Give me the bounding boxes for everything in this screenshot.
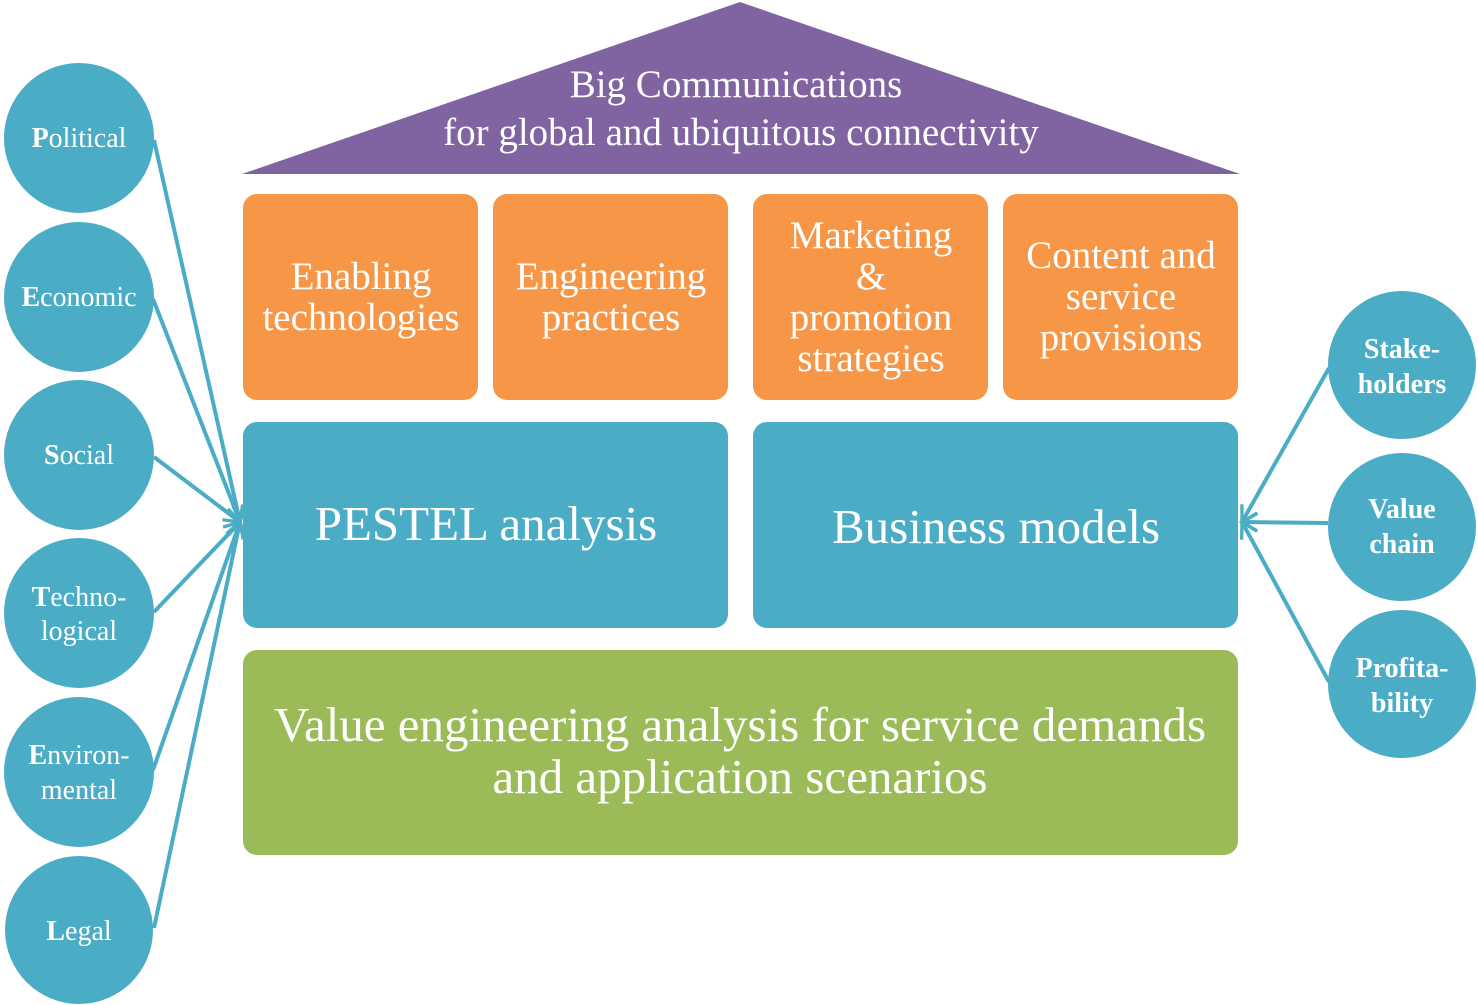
factor-economic: Economic	[4, 222, 154, 372]
factor-stakeholders: Stake- holders	[1328, 291, 1476, 439]
factor-political: Political	[4, 63, 154, 213]
factor-circle	[1328, 291, 1476, 439]
roof-title-line-1: Big Communications	[570, 63, 903, 106]
factor-label: holders	[1358, 369, 1447, 400]
arrow-social-to-pestel	[152, 455, 240, 522]
factor-label: logical	[41, 616, 117, 647]
pillar-label-line: promotion	[790, 296, 953, 339]
pillar-label-line: provisions	[1040, 316, 1203, 359]
factor-label: Economic	[21, 282, 136, 313]
pillar-engineering-practices: Engineering practices	[493, 194, 728, 400]
factor-circle	[4, 63, 154, 213]
pillar-box	[753, 194, 988, 400]
arrow-stakeholders-to-business	[1240, 367, 1331, 522]
factor-label: bility	[1371, 688, 1433, 719]
factor-label-rest: echno-	[50, 582, 126, 613]
arrow-value-chain-to-business	[1242, 522, 1329, 523]
factor-environmental: Environ- mental	[4, 697, 154, 847]
factor-label: Social	[44, 440, 114, 471]
factor-label: mental	[41, 775, 117, 806]
roof: Big Communications for global and ubiqui…	[242, 2, 1240, 174]
pillar-box	[1003, 194, 1238, 400]
factor-circle	[5, 856, 153, 1004]
factor-label-initial: P	[32, 123, 49, 154]
factor-label: Political	[32, 123, 127, 154]
factor-label-initial: E	[28, 740, 47, 771]
pillar-label-line: Engineering	[516, 255, 707, 298]
arrow-environmental-to-pestel	[151, 522, 240, 771]
factor-circle	[1328, 453, 1476, 601]
pillar-content-service: Content and service provisions	[1003, 194, 1238, 400]
factor-circle	[1328, 610, 1476, 758]
factor-label-rest: olitical	[49, 123, 127, 154]
factor-label-rest: ocial	[60, 440, 115, 471]
factor-circle	[4, 697, 154, 847]
foundation-box	[243, 650, 1238, 855]
analysis-box	[753, 422, 1238, 628]
pillar-label-line: Enabling	[291, 255, 432, 298]
factor-label: Stake-	[1364, 334, 1440, 365]
pillar-label-line: &	[856, 255, 886, 298]
factor-circle	[4, 222, 154, 372]
pestel-analysis-block: PESTEL analysis	[243, 422, 728, 628]
pillar-label-line: Content and	[1026, 234, 1216, 277]
pillar-marketing-promotion: Marketing & promotion strategies	[753, 194, 988, 400]
arrow-economic-to-pestel	[151, 298, 240, 522]
pillar-enabling-technologies: Enabling technologies	[243, 194, 478, 400]
pillar-label-line: Marketing	[790, 214, 952, 257]
factor-value-chain: Value chain	[1328, 453, 1476, 601]
arrow-political-to-pestel	[152, 139, 240, 522]
factor-label-initial: T	[32, 582, 51, 613]
analysis-box	[243, 422, 728, 628]
factor-label: Value	[1368, 494, 1435, 525]
business-models-block: Business models	[753, 422, 1238, 628]
factor-social: Social	[4, 380, 154, 530]
pillar-label-line: service	[1066, 275, 1176, 318]
factor-circle	[4, 538, 154, 688]
business-arrows	[1240, 367, 1331, 683]
factor-label-rest: egal	[65, 916, 112, 947]
factor-label: Techno-	[32, 582, 127, 613]
roof-title-line-2: for global and ubiquitous connectivity	[443, 111, 1039, 154]
pillar-box	[243, 194, 478, 400]
factor-profitability: Profita- bility	[1328, 610, 1476, 758]
pillars-row: Enabling technologies Engineering practi…	[243, 194, 1238, 400]
pestel-analysis-label: PESTEL analysis	[315, 496, 658, 551]
foundation: Value engineering analysis for service d…	[243, 650, 1238, 855]
factor-label-initial: L	[46, 916, 65, 947]
factor-label-rest: conomic	[40, 282, 136, 313]
pestel-arrows	[151, 139, 240, 929]
factor-label-initial: E	[21, 282, 40, 313]
pillar-box	[493, 194, 728, 400]
foundation-label-line-1: Value engineering analysis for service d…	[274, 697, 1206, 752]
factor-label: chain	[1369, 529, 1435, 560]
business-factors: Stake- holders Value chain Profita- bili…	[1328, 291, 1476, 758]
business-models-label: Business models	[832, 499, 1160, 554]
foundation-label-line-2: and application scenarios	[492, 749, 987, 804]
pillar-label-line: practices	[542, 296, 681, 339]
arrow-legal-to-pestel	[152, 522, 240, 929]
factor-label: Environ-	[28, 740, 129, 771]
pestel-factors: Political Economic Social Techno- logica…	[4, 63, 154, 1004]
factor-label: Legal	[46, 916, 112, 947]
arrow-technological-to-pestel	[152, 522, 240, 614]
factor-legal: Legal	[5, 856, 153, 1004]
factor-label-rest: nviron-	[47, 740, 129, 771]
factor-circle	[4, 380, 154, 530]
arrow-profitability-to-business	[1242, 522, 1331, 683]
factor-label-initial: S	[44, 440, 60, 471]
factor-technological: Techno- logical	[4, 538, 154, 688]
analysis-row: PESTEL analysis Business models	[243, 422, 1238, 628]
pillar-label-line: strategies	[797, 337, 944, 380]
pillar-label-line: technologies	[262, 296, 459, 339]
factor-label: Profita-	[1356, 653, 1449, 684]
roof-triangle	[242, 2, 1240, 174]
